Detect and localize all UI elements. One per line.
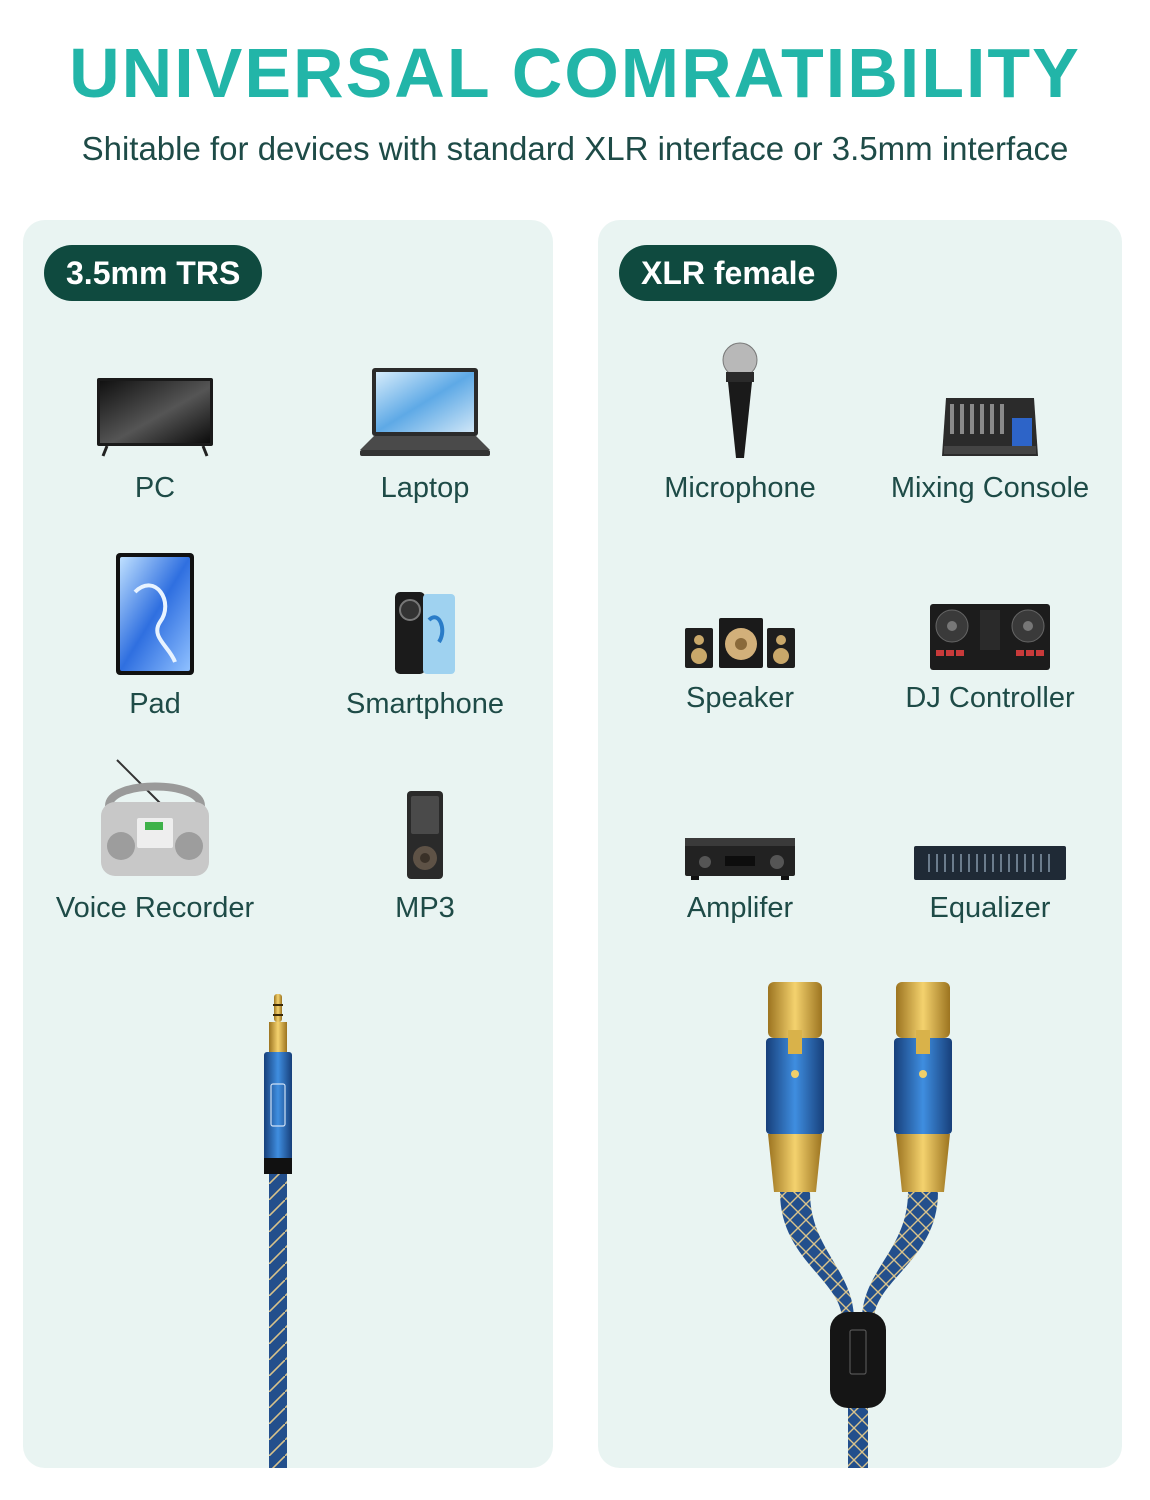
- equalizer-icon: [870, 770, 1110, 880]
- mixing-console-icon: [870, 350, 1110, 460]
- device-label: Amplifer: [686, 892, 794, 924]
- device-voice-recorder: Voice Recorder: [35, 750, 275, 925]
- device-dj-controller: DJ Controller: [870, 560, 1110, 715]
- device-laptop: Laptop: [305, 350, 545, 505]
- device-label: PC: [134, 472, 176, 504]
- device-pad: Pad: [35, 550, 275, 721]
- tablet-icon: [35, 550, 275, 676]
- boombox-icon: [35, 750, 275, 880]
- device-pc: PC: [35, 350, 275, 505]
- trs-panel: 3.5mm TRS PC Laptop: [23, 220, 553, 1468]
- device-equalizer: Equalizer: [870, 770, 1110, 925]
- laptop-icon: [305, 350, 545, 460]
- microphone-icon: [620, 342, 860, 460]
- speaker-icon: [620, 560, 860, 670]
- page-title: UNIVERSAL COMRATIBILITY: [69, 34, 1081, 112]
- trs-badge: 3.5mm TRS: [44, 245, 263, 301]
- xlr-cable-illustration: [766, 982, 952, 1468]
- device-microphone: Microphone: [620, 342, 860, 505]
- dj-controller-icon: [870, 560, 1110, 670]
- tv-icon: [35, 350, 275, 460]
- trs-cable-illustration: [264, 994, 292, 1468]
- device-label: Mixing Console: [890, 472, 1090, 504]
- device-label: Pad: [129, 688, 181, 720]
- device-amplifier: Amplifer: [620, 770, 860, 925]
- mp3-player-icon: [305, 750, 545, 880]
- device-mixing-console: Mixing Console: [870, 350, 1110, 505]
- device-label: Voice Recorder: [55, 892, 255, 924]
- device-label: Speaker: [685, 682, 794, 714]
- device-label: DJ Controller: [905, 682, 1075, 714]
- page-subtitle: Shitable for devices with standard XLR i…: [81, 130, 1069, 167]
- device-label: Smartphone: [346, 688, 504, 720]
- amplifier-icon: [620, 770, 860, 880]
- device-label: Laptop: [380, 472, 470, 504]
- smartphone-icon: [305, 550, 545, 676]
- device-smartphone: Smartphone: [305, 550, 545, 721]
- device-label: Equalizer: [929, 892, 1051, 924]
- xlr-badge: XLR female: [619, 245, 838, 301]
- device-label: MP3: [395, 892, 455, 924]
- device-label: Microphone: [664, 472, 816, 504]
- device-mp3: MP3: [305, 750, 545, 925]
- xlr-panel: XLR female Microphone: [598, 220, 1122, 1468]
- device-speaker: Speaker: [620, 560, 860, 715]
